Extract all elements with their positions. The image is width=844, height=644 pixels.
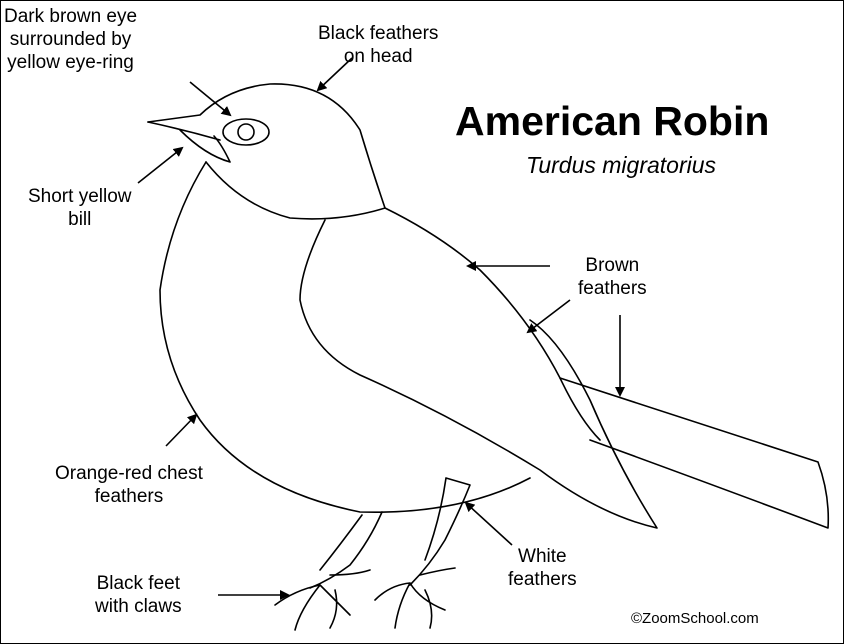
- label-chest-line-1: Orange-red chest: [55, 462, 203, 485]
- label-eye-line-3: yellow eye-ring: [4, 51, 137, 74]
- arrow-bill: [138, 148, 182, 183]
- label-head-line-2: on head: [318, 45, 438, 68]
- label-feet-line-1: Black feet: [95, 572, 182, 595]
- arrow-white: [466, 503, 512, 545]
- label-feet-line-2: with claws: [95, 595, 182, 618]
- diagram-title: American Robin: [455, 98, 769, 145]
- arrow-eye: [190, 82, 230, 115]
- label-feet: Black feet with claws: [95, 572, 182, 618]
- label-chest-line-2: feathers: [55, 485, 203, 508]
- label-bill-line-1: Short yellow: [28, 185, 132, 208]
- label-head-line-1: Black feathers: [318, 22, 438, 45]
- diagram-subtitle: Turdus migratorius: [526, 152, 716, 179]
- label-eye: Dark brown eye surrounded by yellow eye-…: [4, 5, 137, 74]
- label-head: Black feathers on head: [318, 22, 438, 68]
- robin-beak-lower: [180, 130, 230, 162]
- label-brown-line-1: Brown: [578, 254, 647, 277]
- label-white: White feathers: [508, 545, 577, 591]
- robin-chest-outline: [160, 162, 530, 512]
- robin-head-outline: [148, 84, 385, 208]
- label-eye-line-1: Dark brown eye: [4, 5, 137, 28]
- label-white-line-1: White: [508, 545, 577, 568]
- robin-claws-left: [275, 570, 370, 630]
- robin-claws-right: [375, 568, 455, 628]
- robin-leg-right: [410, 478, 470, 585]
- label-chest: Orange-red chest feathers: [55, 462, 203, 508]
- label-white-line-2: feathers: [508, 568, 577, 591]
- credit-text: ©ZoomSchool.com: [631, 610, 759, 627]
- label-brown-line-2: feathers: [578, 277, 647, 300]
- robin-beak-upper: [148, 122, 220, 140]
- arrow-brown-2: [528, 300, 570, 332]
- label-eye-line-2: surrounded by: [4, 28, 137, 51]
- label-bill: Short yellow bill: [28, 185, 132, 231]
- robin-eye-ring: [223, 119, 269, 145]
- label-bill-line-2: bill: [28, 208, 132, 231]
- robin-eye: [238, 124, 254, 140]
- robin-head-neck-line: [206, 162, 385, 219]
- arrow-chest: [166, 415, 196, 446]
- label-brown: Brown feathers: [578, 254, 647, 300]
- robin-leg-left: [310, 512, 382, 588]
